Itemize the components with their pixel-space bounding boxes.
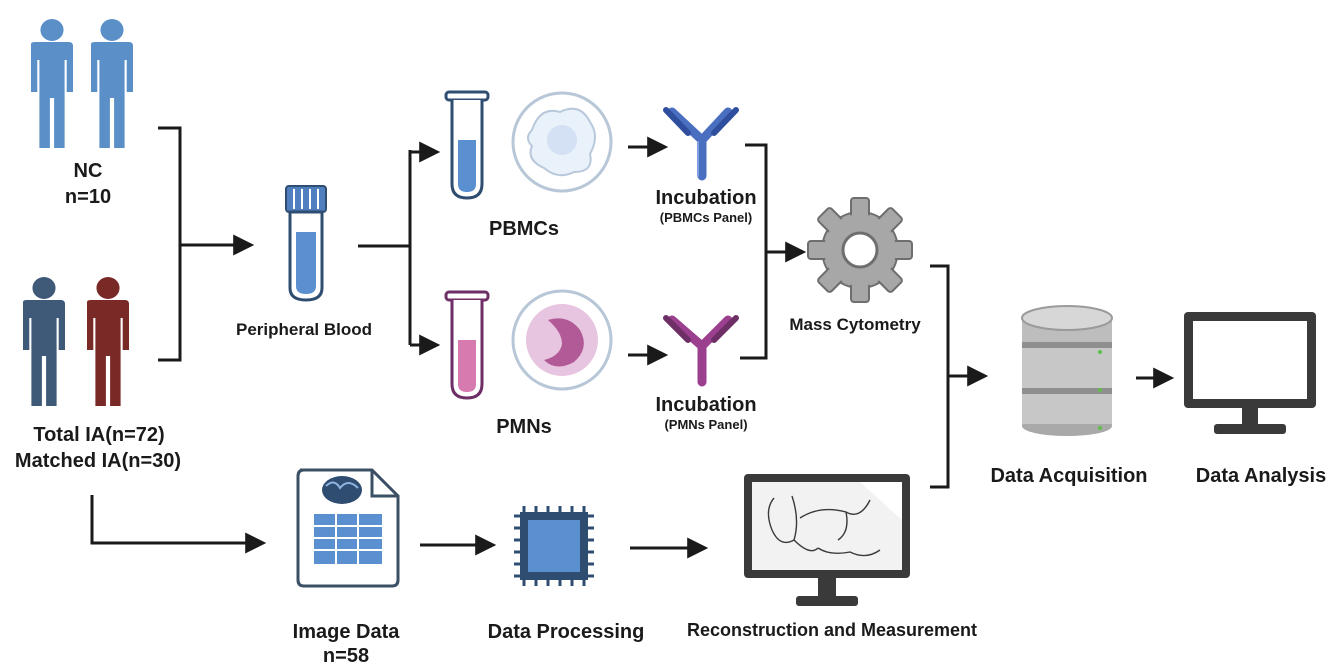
pbmc-antibody-icon [663, 107, 739, 181]
image-data-label: Image Data [292, 621, 400, 643]
pmn-cell-icon [511, 289, 613, 391]
pmn-panel-label: (PMNs Panel) [664, 417, 748, 432]
ia-matched-label: Matched IA(n=30) [14, 450, 182, 472]
nc-count-label: n=10 [64, 186, 112, 208]
mass-cytometry-label: Mass Cytometry [789, 315, 921, 334]
pbmc-tube-icon [444, 90, 490, 200]
peripheral-blood-label: Peripheral Blood [235, 320, 373, 339]
pbmc-cell-icon [511, 91, 613, 193]
pbmc-incubation-title: Incubation [655, 187, 757, 209]
nc-group-label: NC [73, 160, 103, 182]
processor-chip-icon [514, 506, 594, 586]
pmn-tube-icon [444, 290, 490, 400]
image-data-document-icon [296, 468, 400, 588]
pmn-label: PMNs [496, 416, 552, 438]
pbmc-label: PBMCs [488, 218, 559, 240]
pmn-incubation-title: Incubation [655, 394, 757, 416]
reconstruction-label: Reconstruction and Measurement [686, 620, 978, 640]
blood-tube-icon [285, 185, 327, 302]
ia-total-label: Total IA(n=72) [33, 424, 165, 446]
data-processing-label: Data Processing [487, 621, 645, 643]
image-data-count-label: n=58 [322, 645, 370, 667]
data-acquisition-label: Data Acquisition [990, 465, 1148, 487]
ia-person-icon [23, 277, 129, 406]
database-icon [1021, 305, 1113, 436]
nc-person-icon [31, 19, 133, 148]
data-analysis-label: Data Analysis [1195, 465, 1327, 487]
pbmc-panel-label: (PBMCs Panel) [659, 210, 753, 225]
connector-lines [90, 126, 1175, 559]
reconstruction-monitor-icon [744, 474, 910, 606]
pmn-antibody-icon [663, 315, 739, 387]
monitor-icon [1184, 312, 1316, 434]
gear-icon [807, 197, 913, 303]
